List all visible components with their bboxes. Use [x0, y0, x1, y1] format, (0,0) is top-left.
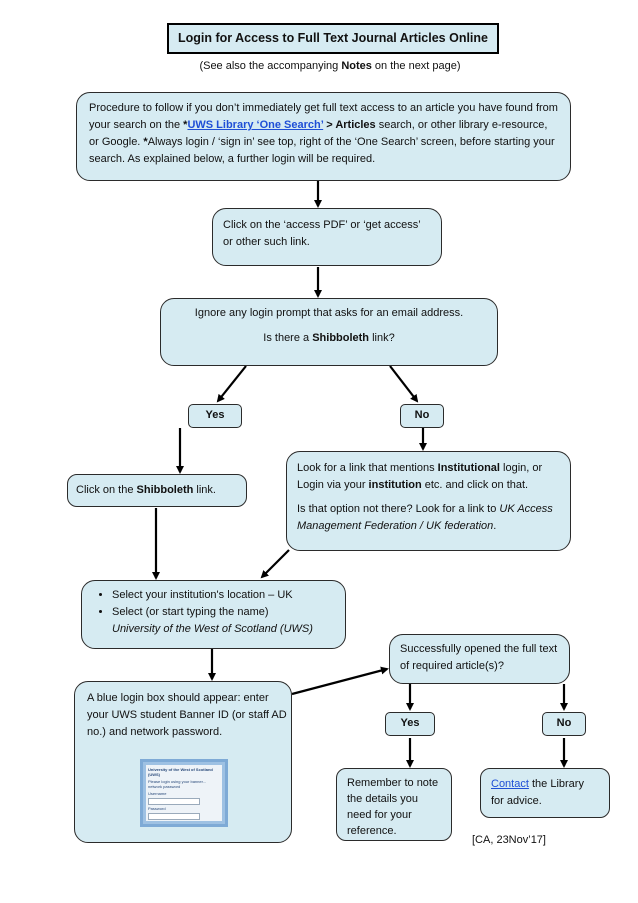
subtitle-text: (See also the accompanying: [199, 60, 342, 72]
arrow-inst-to-select: [260, 549, 290, 579]
question-end: link?: [369, 332, 395, 344]
inst-b1: Institutional: [437, 462, 500, 474]
shibboleth-question: Is there a Shibboleth link?: [171, 330, 487, 347]
procedure-box: Procedure to follow if you don’t immedia…: [76, 92, 571, 181]
ignore-prompt-text: Ignore any login prompt that asks for an…: [194, 307, 464, 319]
select-steps-list: Select your institution's location – UK …: [92, 587, 335, 638]
remember-box: Remember to note the details you need fo…: [336, 768, 452, 841]
articles-label: Articles: [335, 119, 376, 131]
mini-password-field: [148, 813, 200, 820]
shibboleth-click-box: Click on the Shibboleth link.: [67, 474, 247, 507]
procedure-text-3: Always login / ‘sign in’ see top, right …: [89, 136, 555, 165]
question-text: Is there a: [263, 332, 313, 344]
star-marker: *: [183, 119, 188, 131]
yes-label-1: Yes: [188, 404, 242, 428]
uws-name: University of the West of Scotland (UWS): [112, 623, 313, 635]
subtitle: (See also the accompanying Notes on the …: [150, 60, 510, 72]
gt-sign: >: [323, 119, 336, 131]
uk-federation-text: UK Access Management Federation / UK fed…: [297, 503, 553, 532]
arrow-login-to-success: [291, 666, 389, 696]
contact-link[interactable]: Contact: [491, 778, 529, 790]
inst-t2: login, or Login via your: [297, 462, 543, 491]
page-title: Login for Access to Full Text Journal Ar…: [167, 23, 499, 54]
institutional-text-1: Look for a link that mentions Institutio…: [297, 460, 560, 494]
success-question-text: Successfully opened the full text of req…: [400, 643, 558, 672]
mini-password-label: Password: [148, 806, 166, 811]
institutional-login-box: Look for a link that mentions Institutio…: [286, 451, 571, 551]
contact-box: Contact the Library for advice.: [480, 768, 610, 818]
procedure-text: Procedure to follow if you don’t immedia…: [89, 102, 558, 131]
yes-label-2: Yes: [385, 712, 435, 736]
select-step-1: Select your institution's location – UK: [112, 587, 335, 604]
arrow-box3-to-no: [389, 365, 419, 403]
login-instruction-text: A blue login box should appear: enter yo…: [87, 692, 287, 738]
inst-t4: Is that option not there? Look for a lin…: [297, 503, 500, 515]
subtitle-notes: Notes: [341, 60, 372, 72]
select-institution-box: Select your institution's location – UK …: [81, 580, 346, 649]
inst-t3: etc. and click on that.: [421, 479, 529, 491]
success-question-box: Successfully opened the full text of req…: [389, 634, 570, 684]
no-label-1: No: [400, 404, 444, 428]
shib-click-bold: Shibboleth: [136, 484, 194, 496]
one-search-link[interactable]: UWS Library ‘One Search’: [187, 119, 324, 131]
remember-text: Remember to note the details you need fo…: [347, 777, 439, 837]
shibboleth-question-box: Ignore any login prompt that asks for an…: [160, 298, 498, 366]
mini-body: Please login using your banner... networ…: [148, 779, 207, 789]
shib-click-text: Click on the: [76, 484, 137, 496]
access-link-text: Click on the ‘access PDF’ or ‘get access…: [223, 219, 421, 248]
arrow-box3-to-yes: [216, 365, 247, 403]
inst-t5: .: [493, 520, 497, 532]
login-screenshot-thumbnail: University of the West of Scotland (UWS)…: [140, 759, 228, 827]
star-marker-2: *: [143, 136, 148, 148]
inst-t1: Look for a link that mentions: [297, 462, 438, 474]
institutional-text-2: Is that option not there? Look for a lin…: [297, 501, 560, 535]
subtitle-text-end: on the next page): [371, 60, 461, 72]
shibboleth-word: Shibboleth: [312, 332, 370, 344]
no-label-2: No: [542, 712, 586, 736]
inst-b2: institution: [368, 479, 422, 491]
select-step-2: Select (or start typing the name) Univers…: [112, 604, 335, 638]
select-step-2-text: Select (or start typing the name): [112, 606, 269, 618]
mini-username-label: Username: [148, 791, 167, 796]
shib-click-end: link.: [193, 484, 216, 496]
footer-credit: [CA, 23Nov’17]: [472, 834, 546, 846]
mini-title: University of the West of Scotland (UWS): [148, 767, 213, 777]
procedure-text-2: search, or other library e-resource, or …: [89, 119, 548, 148]
mini-login-panel: University of the West of Scotland (UWS)…: [146, 765, 222, 821]
mini-username-field: [148, 798, 200, 805]
contact-text: the Library for advice.: [491, 778, 584, 807]
access-link-box: Click on the ‘access PDF’ or ‘get access…: [212, 208, 442, 266]
